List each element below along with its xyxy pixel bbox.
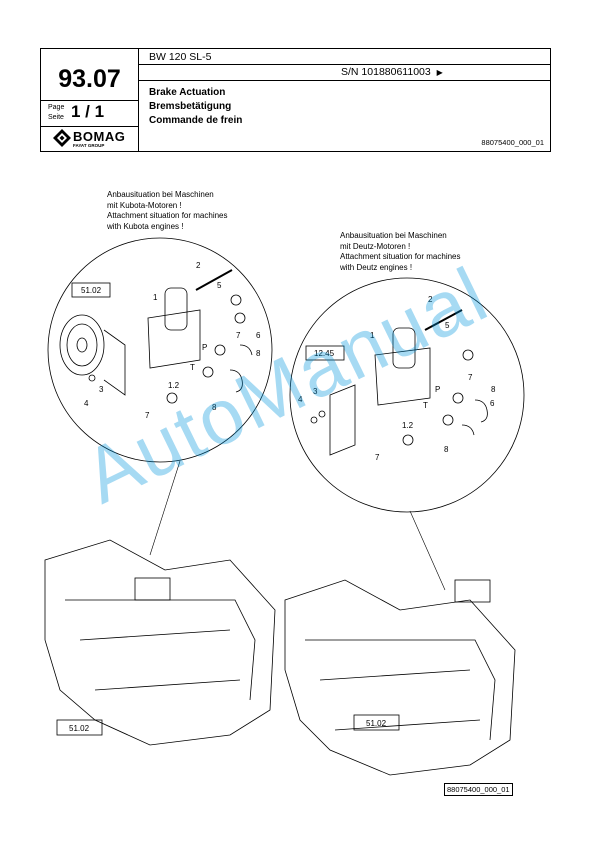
svg-text:7: 7	[145, 411, 150, 420]
svg-text:7: 7	[375, 453, 380, 462]
frame-left	[44, 539, 276, 746]
bomag-logo-icon	[53, 129, 71, 147]
svg-text:P: P	[435, 385, 440, 394]
svg-text:3: 3	[313, 387, 318, 396]
detail-circle-right	[289, 277, 525, 513]
logo-word: BOMAG	[73, 129, 126, 144]
svg-text:3: 3	[99, 385, 104, 394]
serial-number: S/N 101880611003 ▶	[341, 66, 443, 78]
model-name: BW 120 SL-5	[149, 51, 212, 63]
frame-right	[284, 579, 516, 776]
svg-text:8: 8	[212, 403, 217, 412]
callout-ref-right: 12.45	[314, 349, 335, 358]
svg-text:2: 2	[196, 261, 201, 270]
title-block: Brake Actuation Bremsbetätigung Commande…	[149, 86, 242, 128]
svg-text:1: 1	[153, 293, 158, 302]
svg-text:1.2: 1.2	[402, 421, 414, 430]
bomag-logo: BOMAG FAYAT GROUP	[51, 129, 135, 151]
detail-circle-left	[47, 237, 273, 463]
svg-text:4: 4	[298, 395, 303, 404]
svg-text:7: 7	[468, 373, 473, 382]
callout-ref-bottom-left: 51.02	[69, 724, 90, 733]
header-block: BW 120 SL-5 S/N 101880611003 ▶ Brake Act…	[40, 48, 551, 152]
svg-text:1.2: 1.2	[168, 381, 180, 390]
page-number: 1 / 1	[71, 102, 105, 121]
callout-ref-left: 51.02	[81, 286, 102, 295]
svg-text:1: 1	[370, 331, 375, 340]
svg-text:8: 8	[256, 349, 261, 358]
doc-id: 88075400_000_01	[481, 138, 544, 147]
svg-text:T: T	[190, 363, 195, 372]
svg-text:T: T	[423, 401, 428, 410]
ref-box-bottom-left	[56, 719, 103, 736]
footer-doc-id: 88075400_000_01	[444, 783, 513, 796]
callout-ref-bottom-right: 51.02	[366, 719, 387, 728]
title-de: Bremsbetätigung	[149, 101, 232, 112]
ref-box-left	[71, 282, 111, 298]
ref-box-right	[305, 345, 345, 361]
svg-text:2: 2	[428, 295, 433, 304]
svg-text:7: 7	[236, 331, 241, 340]
svg-text:8: 8	[444, 445, 449, 454]
ref-box-bottom-right	[353, 714, 400, 731]
title-en: Brake Actuation	[149, 87, 226, 98]
logo-sub: FAYAT GROUP	[73, 143, 105, 148]
svg-text:5: 5	[217, 281, 222, 290]
group-code: 93.07	[58, 65, 121, 93]
title-fr: Commande de frein	[149, 115, 243, 126]
svg-text:6: 6	[256, 331, 261, 340]
svg-text:6: 6	[490, 399, 495, 408]
svg-text:4: 4	[84, 399, 89, 408]
svg-text:8: 8	[491, 385, 496, 394]
svg-text:P: P	[202, 343, 207, 352]
svg-text:5: 5	[445, 321, 450, 330]
